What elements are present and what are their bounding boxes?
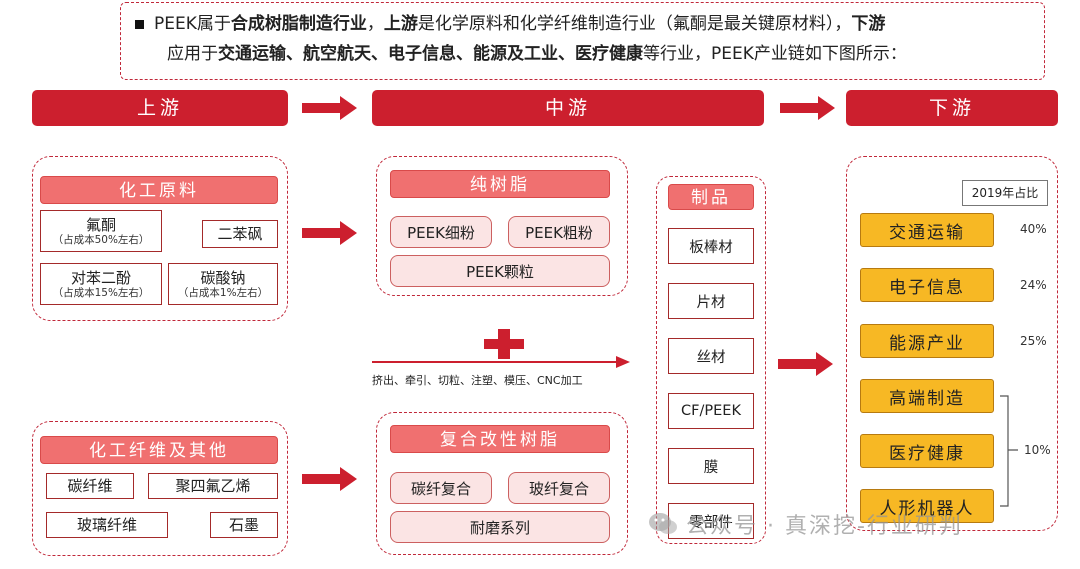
downstream-item: 能源产业 (860, 324, 994, 358)
item-peek-fine-powder: PEEK细粉 (390, 216, 492, 248)
flow-arrow-icon (778, 352, 833, 376)
intro-seg: 下游 (851, 14, 886, 34)
product-item: 丝材 (668, 338, 754, 374)
downstream-item: 医疗健康 (860, 434, 994, 468)
item-note: （占成本50%左右） (52, 233, 150, 246)
process-label: 挤出、牵引、切粒、注塑、模压、CNC加工 (372, 374, 583, 387)
composite-title: 复合改性树脂 (390, 425, 610, 453)
intro-seg: 应用于 (167, 44, 218, 64)
stage-arrow-icon (302, 96, 357, 120)
share-label: 2019年占比 (962, 180, 1048, 206)
downstream-item: 高端制造 (860, 379, 994, 413)
intro-seg: 合成树脂制造行业 (230, 14, 367, 34)
stage-downstream: 下游 (846, 90, 1058, 126)
item-peek-pellet: PEEK颗粒 (390, 255, 610, 287)
intro-seg: ， (366, 14, 384, 34)
item-hydroquinone: 对苯二酚 （占成本15%左右） (40, 263, 162, 305)
plus-icon (484, 329, 524, 359)
intro-seg: 上游 (383, 14, 418, 34)
item-sodium-carbonate: 碳酸钠 （占成本1%左右） (168, 263, 278, 305)
item-carbon-fiber: 碳纤维 (46, 473, 134, 499)
item-glass-composite: 玻纤复合 (508, 472, 610, 504)
item-name: 碳酸钠 (200, 268, 246, 287)
watermark-text: 公众号 · 真深挖-行业研判 (686, 514, 963, 539)
item-name: 氟酮 (85, 215, 116, 234)
bracket-icon (1000, 395, 1018, 507)
stage-arrow-icon (780, 96, 835, 120)
item-graphite: 石墨 (210, 512, 278, 538)
pure-title: 纯树脂 (390, 170, 610, 198)
item-carbon-composite: 碳纤复合 (390, 472, 492, 504)
process-arrow-icon (372, 356, 630, 368)
product-item: 膜 (668, 448, 754, 484)
group-downstream (846, 156, 1058, 531)
downstream-pct: 25% (1020, 334, 1047, 348)
downstream-item: 人形机器人 (860, 489, 994, 523)
intro-seg: 是化学原料和化学纤维制造行业（氟酮是最关键原材料）， (417, 14, 852, 34)
item-peek-coarse-powder: PEEK粗粉 (508, 216, 610, 248)
group-chemical-materials (32, 156, 288, 321)
products-title: 制品 (668, 184, 754, 210)
item-note: （占成本1%左右） (177, 286, 269, 299)
watermark: 公众号 · 真深挖-行业研判 (648, 508, 963, 540)
intro-box: PEEK属于合成树脂制造行业，上游是化学原料和化学纤维制造行业（氟酮是最关键原材… (120, 2, 1045, 80)
group-pure-resin (376, 156, 628, 296)
intro-seg: PEEK属于 (154, 14, 231, 34)
downstream-pct: 40% (1020, 222, 1047, 236)
item-diphenylsulfone: 二苯砜 (202, 220, 278, 248)
stage-midstream: 中游 (372, 90, 764, 126)
group-products (656, 176, 766, 544)
item-wear-series: 耐磨系列 (390, 511, 610, 543)
item-glass-fiber: 玻璃纤维 (46, 512, 168, 538)
downstream-item: 电子信息 (860, 268, 994, 302)
product-item: 片材 (668, 283, 754, 319)
bullet-icon (135, 19, 144, 29)
product-item: 板棒材 (668, 228, 754, 264)
wechat-icon (649, 513, 677, 534)
intro-seg: 等行业，PEEK产业链如下图所示： (643, 44, 907, 64)
group-composite-resin (376, 412, 628, 555)
stage-upstream: 上游 (32, 90, 288, 126)
chem-title: 化工原料 (40, 176, 278, 204)
product-item: CF/PEEK (668, 393, 754, 429)
intro-line-2: 应用于交通运输、航空航天、电子信息、能源及工业、医疗健康等行业，PEEK产业链如… (135, 39, 1032, 69)
item-name: 对苯二酚 (70, 268, 131, 287)
flow-arrow-icon (302, 467, 357, 491)
downstream-pct: 24% (1020, 278, 1047, 292)
fiber-title: 化工纤维及其他 (40, 436, 278, 464)
downstream-item: 交通运输 (860, 213, 994, 247)
item-note: （占成本15%左右） (52, 286, 150, 299)
intro-seg: 交通运输、航空航天、电子信息、能源及工业、医疗健康 (218, 44, 643, 64)
downstream-pct: 10% (1024, 443, 1051, 457)
intro-line-1: PEEK属于合成树脂制造行业，上游是化学原料和化学纤维制造行业（氟酮是最关键原材… (135, 9, 1032, 39)
flow-arrow-icon (302, 221, 357, 245)
item-ptfe: 聚四氟乙烯 (148, 473, 278, 499)
item-name: 二苯砜 (217, 225, 263, 243)
item-fluoroketone: 氟酮 （占成本50%左右） (40, 210, 162, 252)
group-fibers-other (32, 421, 288, 556)
